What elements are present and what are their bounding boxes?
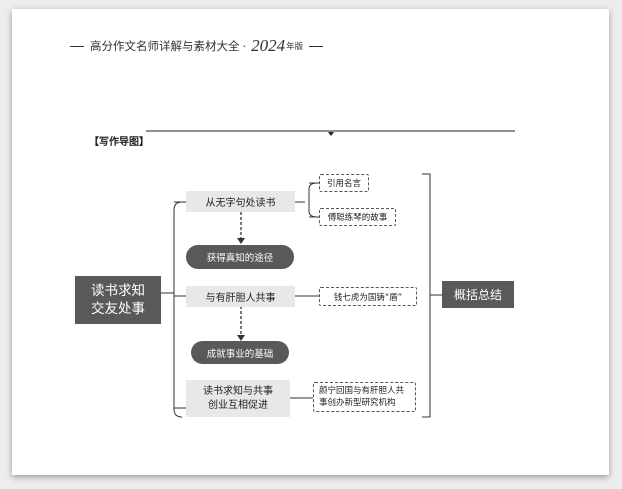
example-yan-ning-line1: 颜宁回国与有肝胆人共 (319, 386, 405, 396)
branch-mutual-promotion: 读书求知与共事 创业互相促进 (186, 380, 290, 417)
running-header: 高分作文名师详解与素材大全 · 2024 年版 (64, 35, 329, 57)
central-topic: 读书求知 交友处事 (75, 276, 161, 324)
document-page: 高分作文名师详解与素材大全 · 2024 年版 【写作导图】 (12, 9, 609, 475)
book-title: 高分作文名师详解与素材大全 (90, 39, 240, 53)
central-topic-line2: 交友处事 (91, 301, 145, 317)
branch-work-together: 与有肝胆人共事 (186, 286, 295, 307)
example-fu-cong: 傅聪练琴的故事 (319, 208, 396, 226)
central-topic-line1: 读书求知 (91, 283, 145, 299)
summary-box: 概括总结 (442, 281, 514, 308)
branch-read-books: 从无字句处读书 (186, 191, 295, 212)
edition-year: 2024 (251, 36, 286, 55)
header-dash-right (309, 45, 324, 47)
title-separator: · (242, 39, 247, 53)
branch-career-foundation: 成就事业的基础 (191, 341, 289, 364)
edition-suffix: 年版 (286, 42, 304, 52)
example-qian-qihu: 钱七虎为国铸“盾” (319, 287, 417, 306)
example-quote: 引用名言 (319, 174, 369, 192)
connector-lines (146, 130, 515, 418)
branch-mutual-promotion-line1: 读书求知与共事 (203, 385, 273, 397)
example-yan-ning: 颜宁回国与有肝胆人共 事创办新型研究机构 (313, 382, 416, 412)
branch-mutual-promotion-line2: 创业互相促进 (208, 399, 268, 411)
branch-true-knowledge: 获得真知的途径 (186, 245, 294, 269)
example-yan-ning-line2: 事创办新型研究机构 (319, 398, 396, 408)
header-dash-left (70, 45, 84, 47)
section-label: 【写作导图】 (89, 137, 149, 148)
